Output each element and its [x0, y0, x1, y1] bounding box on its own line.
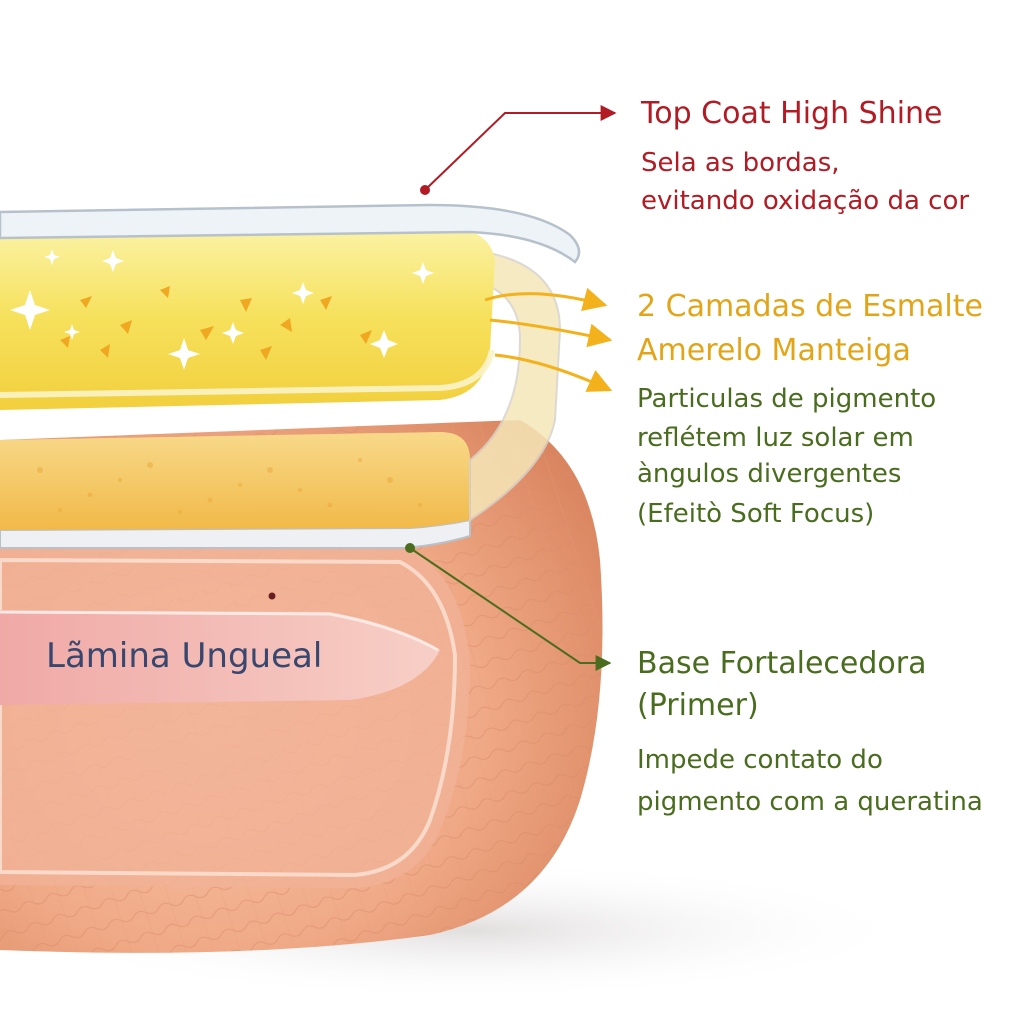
top-coat-leader — [424, 105, 617, 191]
nail-plate — [0, 610, 440, 705]
base-desc-line-2: pigmento com a queratina — [637, 787, 983, 817]
enamel-layer-lower — [0, 432, 470, 530]
base-desc-line-1: Impede contato do — [637, 745, 883, 775]
light-rays — [484, 287, 613, 392]
underlayer-texture — [37, 458, 422, 514]
base-title-line-2: (Primer) — [637, 688, 759, 723]
enamel-title-line-1: 2 Camadas de Esmalte — [637, 289, 983, 324]
top-coat-pointer-dot — [420, 185, 430, 195]
base-leader — [409, 547, 612, 671]
top-coat-title: Top Coat High Shine — [641, 96, 943, 131]
base-title-line-1: Base Fortalecedora — [637, 646, 927, 681]
enamel-layer-yellow — [0, 225, 495, 410]
enamel-desc-line-2: reflétem luz solar em — [637, 423, 914, 453]
enamel-desc-line-4: (Efeitò Soft Focus) — [637, 499, 875, 529]
enamel-desc-line-1: Particulas de pigmento — [637, 384, 937, 414]
layer-edge-curve — [469, 248, 562, 522]
top-coat-desc-line-2: evitando oxidação da cor — [641, 186, 970, 216]
nail-bed — [0, 545, 470, 888]
enamel-desc-line-3: àngulos divergentes — [637, 459, 902, 489]
enamel-title-line-2: Amerelo Manteiga — [637, 333, 911, 368]
nail-plate-label: Lãmina Ungueal — [46, 636, 323, 676]
top-coat-layer — [0, 203, 581, 264]
base-pointer-dot — [405, 543, 415, 553]
top-coat-desc-line-1: Sela as bordas, — [641, 148, 840, 178]
sparkles — [10, 249, 434, 370]
